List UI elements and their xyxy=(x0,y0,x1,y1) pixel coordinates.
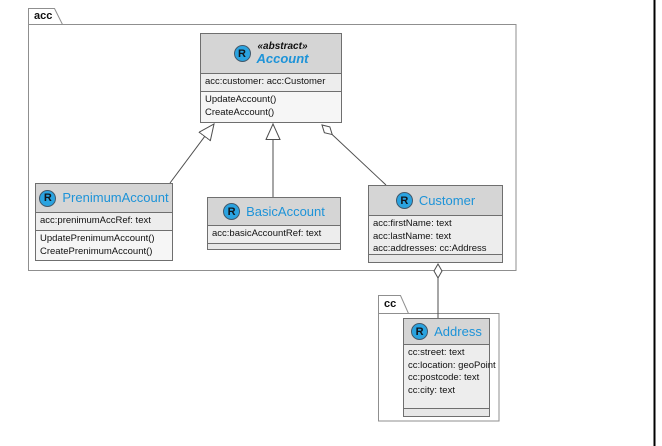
methods-section-empty xyxy=(404,408,489,416)
attribute-row: acc:basicAccountRef: text xyxy=(212,228,322,239)
r-icon: R xyxy=(411,323,429,340)
methods-section-empty xyxy=(369,254,502,262)
methods-section: UpdateAccount() CreateAccount() xyxy=(201,91,341,122)
attribute-row: acc:firstName: text xyxy=(373,218,452,229)
class-basicaccount[interactable]: R BasicAccount acc:basicAccountRef: text xyxy=(207,197,341,250)
attribute-row: cc:postcode: text xyxy=(408,372,480,383)
edge-aggregation-account-customer[interactable] xyxy=(322,125,387,186)
methods-section-empty xyxy=(208,243,340,249)
attributes-section: acc:customer: acc:Customer xyxy=(201,73,341,91)
method-row: UpdateAccount() xyxy=(205,94,277,105)
attribute-row: acc:customer: acc:Customer xyxy=(205,76,326,87)
method-row: CreatePrenimumAccount() xyxy=(40,245,153,257)
package-acc-label: acc xyxy=(34,10,53,22)
r-icon: R xyxy=(223,203,241,220)
attributes-section: acc:prenimumAccRef: text xyxy=(36,212,172,230)
class-name: Customer xyxy=(418,192,476,208)
attribute-row: acc:addresses: cc:Address xyxy=(373,243,487,254)
class-name: PrenimumAccount xyxy=(62,190,169,205)
class-name: Account xyxy=(256,51,309,66)
attribute-row: cc:location: geoPoint xyxy=(408,359,496,371)
class-prenimumaccount[interactable]: R PrenimumAccount acc:prenimumAccRef: te… xyxy=(35,183,173,261)
class-customer[interactable]: R Customer acc:firstName: text acc:lastN… xyxy=(368,185,503,263)
attribute-row: acc:lastName: text xyxy=(373,230,452,242)
attributes-section: cc:street: text cc:location: geoPoint cc… xyxy=(404,344,496,408)
package-cc-label: cc xyxy=(384,298,397,310)
class-address[interactable]: R Address cc:street: text cc:location: g… xyxy=(403,318,496,417)
attribute-row: cc:street: text xyxy=(408,347,465,358)
methods-section: UpdatePrenimumAccount() CreatePrenimumAc… xyxy=(36,230,172,260)
r-icon: R xyxy=(39,189,57,207)
method-row: CreateAccount() xyxy=(205,106,275,118)
attribute-row: cc:city: text xyxy=(408,384,455,396)
stereotype-label: «abstract» xyxy=(257,41,308,52)
edge-generalization-prenimum-account[interactable] xyxy=(169,124,214,184)
class-name: Address xyxy=(434,323,482,339)
r-icon: R xyxy=(233,45,251,62)
method-row: UpdatePrenimumAccount() xyxy=(40,233,155,244)
class-account[interactable]: R «abstract» Account acc:customer: acc:C… xyxy=(200,33,342,123)
attributes-section: acc:basicAccountRef: text xyxy=(208,225,340,243)
attributes-section: acc:firstName: text acc:lastName: text a… xyxy=(369,215,502,254)
attribute-row: acc:prenimumAccRef: text xyxy=(40,215,151,226)
class-name: BasicAccount xyxy=(246,203,325,219)
r-icon: R xyxy=(395,192,413,209)
